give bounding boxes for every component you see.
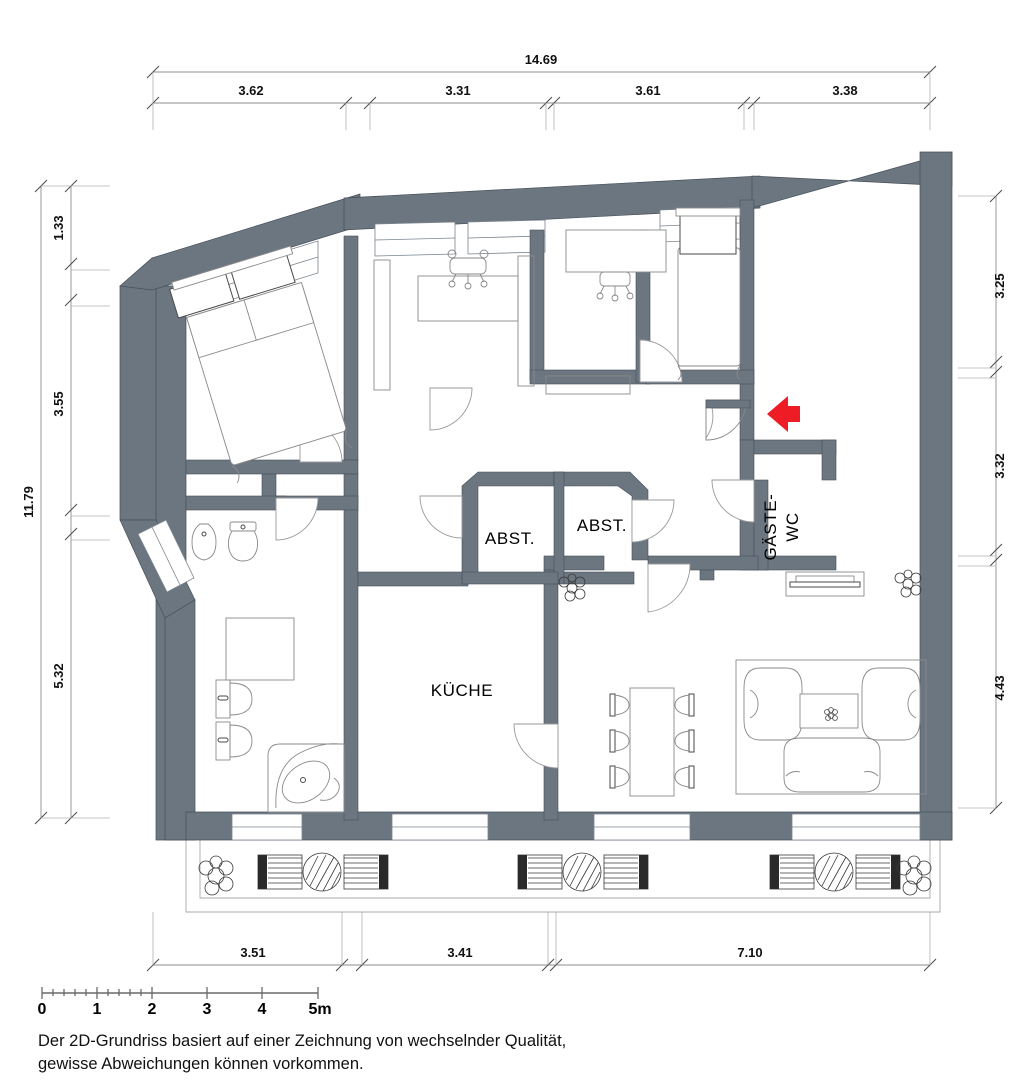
office-chair <box>447 249 489 290</box>
plant-on-table <box>824 707 838 721</box>
living-rug <box>735 659 927 795</box>
plant-kitchen <box>558 573 586 602</box>
entrance-arrow <box>767 396 800 432</box>
terrace-table-1 <box>302 852 342 892</box>
wardrobe-left <box>373 259 391 391</box>
dim-bottom-seg-2: 3.41 <box>447 945 472 960</box>
dining-furniture <box>609 687 695 797</box>
room-label-gaeste-wc-line2: WC <box>783 512 802 542</box>
shower <box>225 617 295 681</box>
dim-right-seg-1: 3.25 <box>992 273 1007 298</box>
living-room-furniture <box>735 659 927 795</box>
terrace-area <box>185 836 941 913</box>
bedroom-main-furniture <box>169 245 353 484</box>
dim-left-seg-2: 3.55 <box>51 391 66 416</box>
chair-child <box>596 271 634 302</box>
dim-left-seg-1: 1.33 <box>51 215 66 240</box>
scale-tick-3: 3 <box>203 1001 212 1018</box>
dimension-chain-right: 3.25 3.32 4.43 <box>958 189 1007 815</box>
child-room-furniture <box>545 207 741 395</box>
terrace-chair-6 <box>855 854 901 890</box>
dining-chairs-right <box>674 693 695 789</box>
dim-top-seg-4: 3.38 <box>832 83 857 98</box>
dim-top-seg-3: 3.61 <box>635 83 660 98</box>
terrace-furniture <box>198 852 932 896</box>
scale-tick-2: 2 <box>148 1001 157 1018</box>
terrace-table-3 <box>814 852 854 892</box>
sideboard <box>785 571 865 597</box>
armchair-right <box>861 667 921 741</box>
dimension-chain-top: 14.69 3.62 3.31 3.61 3.38 <box>146 52 937 130</box>
terrace-chair-4 <box>603 854 649 890</box>
office-furniture <box>373 249 535 391</box>
plant-hall <box>894 569 922 598</box>
armchair-left <box>743 667 803 741</box>
scale-tick-5: 5m <box>308 1001 331 1018</box>
scale-bar: 0 1 2 3 4 5m <box>38 987 332 1018</box>
dim-top-seg-1: 3.62 <box>238 83 263 98</box>
windows-bottom <box>231 813 921 841</box>
toilet <box>227 521 259 562</box>
shrub-right <box>896 855 932 896</box>
coffee-table <box>799 693 859 729</box>
room-label-abst-1: ABST. <box>485 529 535 548</box>
window-left-angled <box>137 519 195 593</box>
dining-table <box>629 687 675 797</box>
corner-bathtub <box>267 743 345 813</box>
room-label-abst-2: ABST. <box>577 516 627 535</box>
dimension-chain-bottom: 3.51 3.41 7.10 <box>146 912 937 972</box>
dimension-chain-left: 11.79 1.33 3.55 5.32 <box>21 179 110 825</box>
exterior-walls <box>119 151 953 841</box>
dim-bottom-seg-1: 3.51 <box>240 945 265 960</box>
terrace-chair-2 <box>343 854 389 890</box>
dining-chairs-left <box>609 693 630 789</box>
terrace-chair-1 <box>257 854 303 890</box>
single-bed <box>677 247 741 367</box>
wardrobe-right <box>517 255 535 387</box>
terrace-table-2 <box>562 852 602 892</box>
washbasin-left <box>215 679 253 719</box>
terrace-chair-3 <box>517 854 563 890</box>
desk-child <box>565 229 667 273</box>
scale-tick-1: 1 <box>93 1001 102 1018</box>
dim-top-seg-2: 3.31 <box>445 83 470 98</box>
room-label-kueche: KÜCHE <box>431 681 494 700</box>
dim-left-total: 11.79 <box>21 486 36 518</box>
scale-tick-0: 0 <box>38 1001 47 1018</box>
dim-left-seg-3: 5.32 <box>51 663 66 688</box>
scale-tick-4: 4 <box>258 1001 267 1018</box>
caption-line-2: gewisse Abweichungen können vorkommen. <box>38 1055 364 1073</box>
caption-line-1: Der 2D-Grundriss basiert auf einer Zeich… <box>38 1032 566 1050</box>
washbasin-right <box>215 721 253 761</box>
dim-right-seg-2: 3.32 <box>992 453 1007 478</box>
shrub-left <box>198 855 234 896</box>
terrace-chair-5 <box>769 854 815 890</box>
dim-top-total: 14.69 <box>525 52 558 67</box>
urinal <box>191 523 217 561</box>
dim-right-seg-3: 4.43 <box>992 675 1007 700</box>
hall-furniture <box>785 571 865 597</box>
bathroom-furniture <box>191 521 345 813</box>
sofa <box>783 737 881 793</box>
dim-bottom-seg-3: 7.10 <box>737 945 762 960</box>
room-label-gaeste-wc-line1: GÄSTE- <box>761 494 780 561</box>
